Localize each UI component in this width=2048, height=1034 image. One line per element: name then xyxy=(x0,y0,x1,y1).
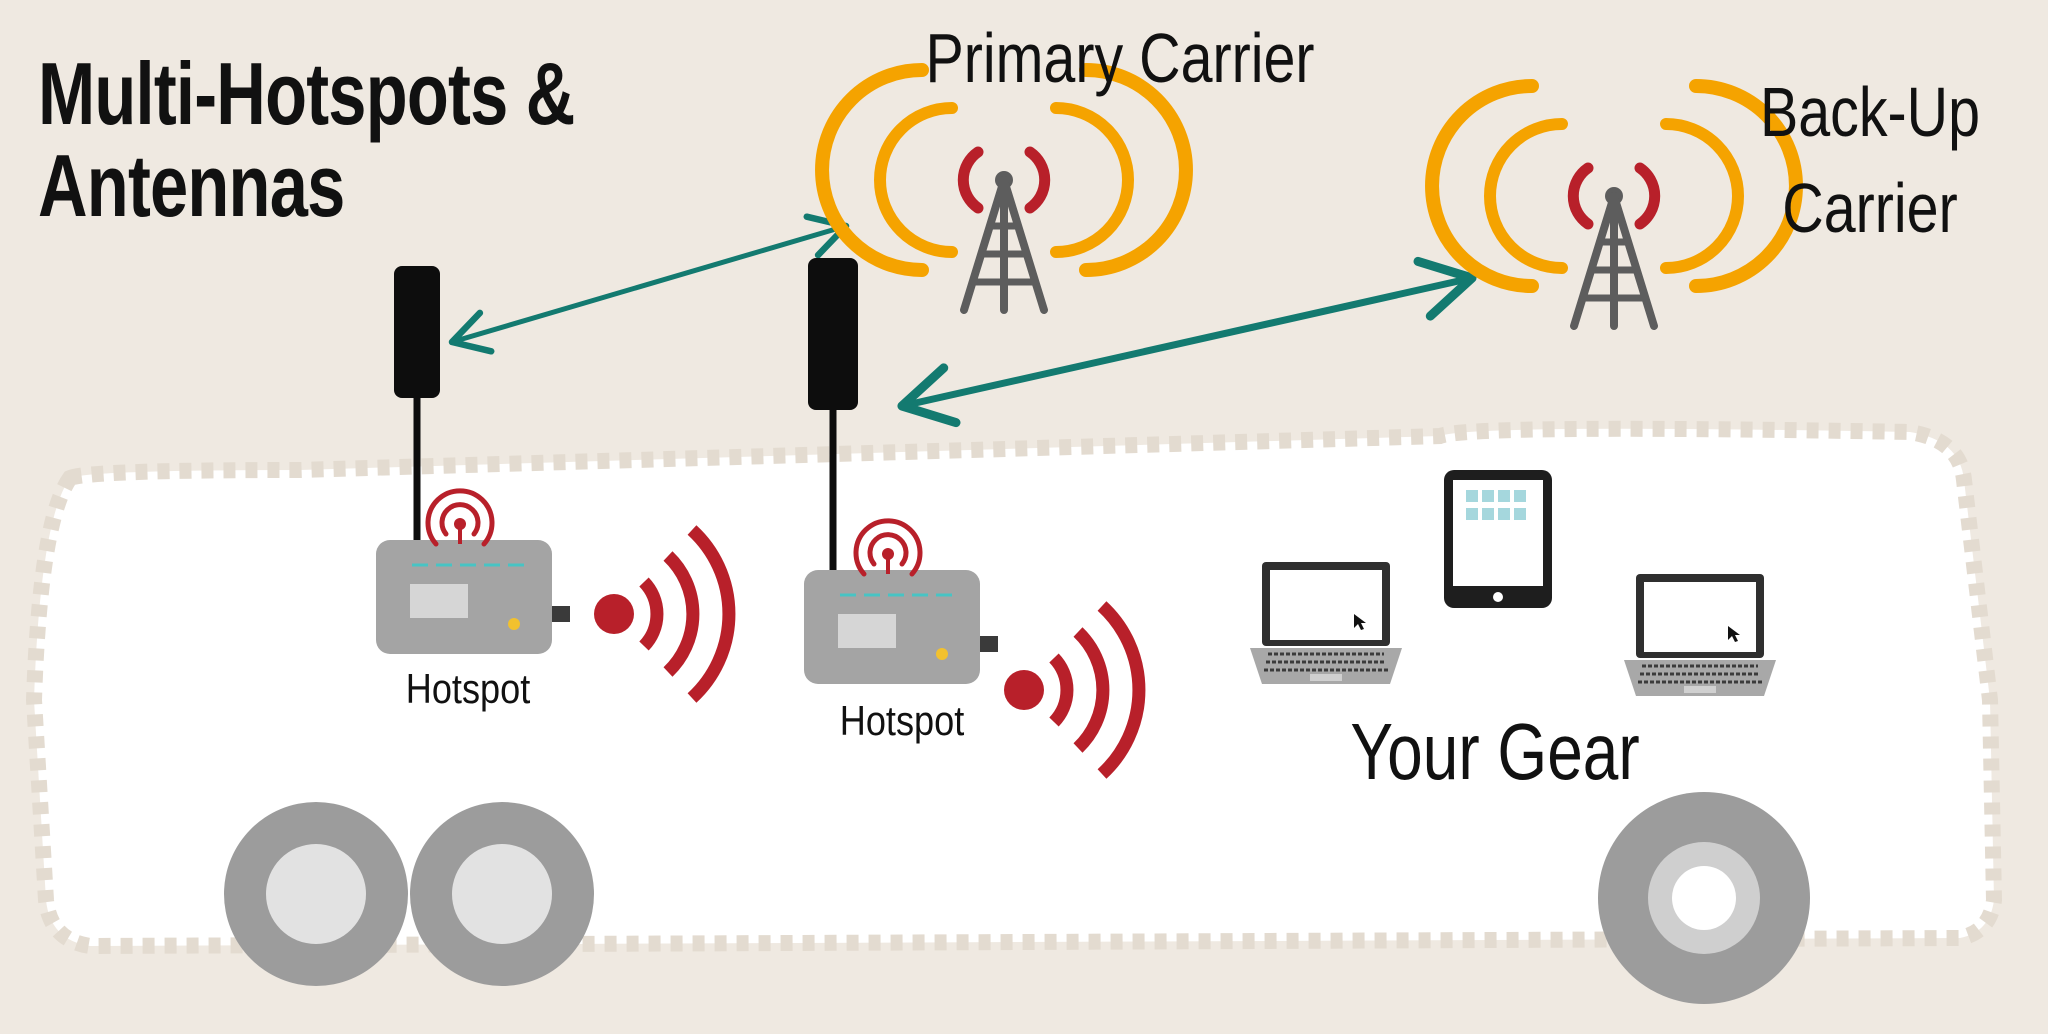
primary-carrier-label: Primary Carrier xyxy=(925,19,1315,97)
hotspot-2-label: Hotspot xyxy=(839,697,965,744)
rear-wheel-1 xyxy=(224,802,408,986)
laptop-2-icon xyxy=(1622,572,1778,698)
front-wheel xyxy=(1598,792,1810,1004)
antenna-1 xyxy=(394,266,440,544)
primary-cell-tower-icon xyxy=(822,70,1186,310)
backup-label-line-2: Carrier xyxy=(1782,169,1958,247)
your-gear-label: Your Gear xyxy=(1350,707,1640,796)
backup-carrier-label: Back-Up Carrier xyxy=(1731,64,2010,256)
title-line-1: Multi-Hotspots & xyxy=(38,44,575,143)
rear-wheel-2 xyxy=(410,802,594,986)
laptop-1-icon xyxy=(1248,560,1404,686)
tablet-icon xyxy=(1444,470,1552,608)
hotspot-1-label: Hotspot xyxy=(405,665,531,712)
backup-label-line-1: Back-Up xyxy=(1759,73,1981,151)
antenna-2 xyxy=(808,258,858,574)
backup-link-arrow xyxy=(897,256,1477,428)
primary-link-arrow xyxy=(448,213,850,355)
diagram-title: Multi-Hotspots & Antennas xyxy=(38,48,575,232)
title-line-2: Antennas xyxy=(38,136,345,235)
